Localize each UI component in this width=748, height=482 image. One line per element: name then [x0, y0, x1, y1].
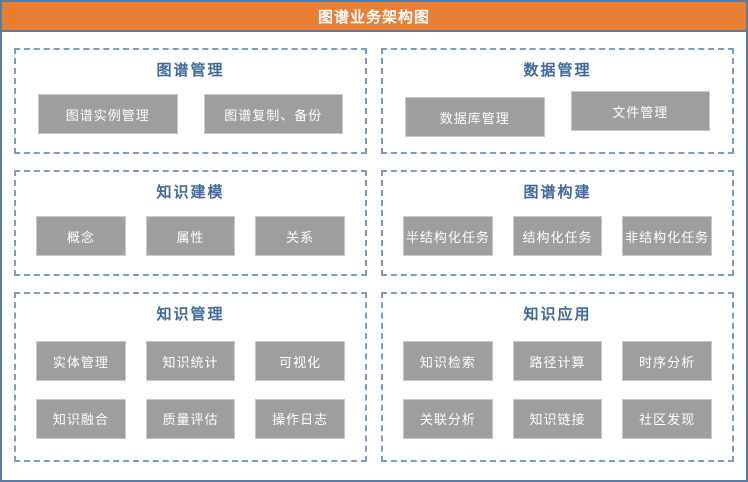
- module-database-mgmt: 数据库管理: [405, 97, 545, 137]
- module-graph-instance-mgmt: 图谱实例管理: [38, 94, 178, 134]
- module-row: 知识检索 路径计算 时序分析: [403, 341, 713, 382]
- section-title: 数据管理: [523, 62, 592, 79]
- module-entity-mgmt: 实体管理: [36, 341, 126, 382]
- module-path-computation: 路径计算: [512, 341, 603, 382]
- module-attribute: 属性: [145, 216, 236, 256]
- module-row: 半结构化任务 结构化任务 非结构化任务: [403, 216, 713, 256]
- diagram-title-bar: 图谱业务架构图: [2, 2, 746, 32]
- section-title: 图谱管理: [156, 62, 225, 79]
- module-row: 关联分析 知识链接 社区发现: [403, 398, 713, 439]
- module-relation: 关系: [255, 216, 346, 256]
- module-concept: 概念: [36, 216, 126, 256]
- section-graph-construction: 图谱构建 半结构化任务 结构化任务 非结构化任务: [381, 170, 734, 276]
- module-semistructured-task: 半结构化任务: [403, 216, 493, 256]
- module-community-detection: 社区发现: [622, 398, 713, 439]
- diagram-grid: 图谱管理 图谱实例管理 图谱复制、备份 数据管理 数据库管理 文件管理 知识建模: [2, 32, 746, 480]
- module-knowledge-linking: 知识链接: [512, 398, 603, 439]
- module-row: 数据库管理 文件管理: [403, 91, 712, 137]
- module-unstructured-task: 非结构化任务: [622, 216, 713, 256]
- section-knowledge-application: 知识应用 知识检索 路径计算 时序分析 关联分析 知识链接 社区发现: [381, 292, 734, 462]
- section-title: 图谱构建: [523, 184, 592, 201]
- module-temporal-analysis: 时序分析: [622, 341, 713, 382]
- module-association-analysis: 关联分析: [403, 398, 493, 439]
- section-title: 知识建模: [156, 184, 225, 201]
- module-row: 图谱实例管理 图谱复制、备份: [36, 94, 345, 134]
- section-knowledge-management: 知识管理 实体管理 知识统计 可视化 知识融合 质量评估 操作日志: [14, 292, 367, 462]
- module-knowledge-stats: 知识统计: [145, 341, 236, 382]
- module-visualization: 可视化: [255, 341, 346, 382]
- module-file-mgmt: 文件管理: [570, 91, 710, 131]
- module-row: 实体管理 知识统计 可视化: [36, 341, 346, 382]
- section-title: 知识应用: [523, 306, 592, 323]
- module-row: 知识融合 质量评估 操作日志: [36, 398, 346, 439]
- module-knowledge-search: 知识检索: [403, 341, 493, 382]
- module-operation-log: 操作日志: [255, 398, 346, 439]
- section-data-management: 数据管理 数据库管理 文件管理: [381, 48, 734, 154]
- section-title: 知识管理: [156, 306, 225, 323]
- section-graph-management: 图谱管理 图谱实例管理 图谱复制、备份: [14, 48, 367, 154]
- diagram-title: 图谱业务架构图: [317, 8, 430, 26]
- module-row: 概念 属性 关系: [36, 216, 346, 256]
- module-structured-task: 结构化任务: [512, 216, 603, 256]
- module-graph-copy-backup: 图谱复制、备份: [203, 94, 343, 134]
- module-knowledge-fusion: 知识融合: [36, 398, 126, 439]
- module-quality-eval: 质量评估: [145, 398, 236, 439]
- section-knowledge-modeling: 知识建模 概念 属性 关系: [14, 170, 367, 276]
